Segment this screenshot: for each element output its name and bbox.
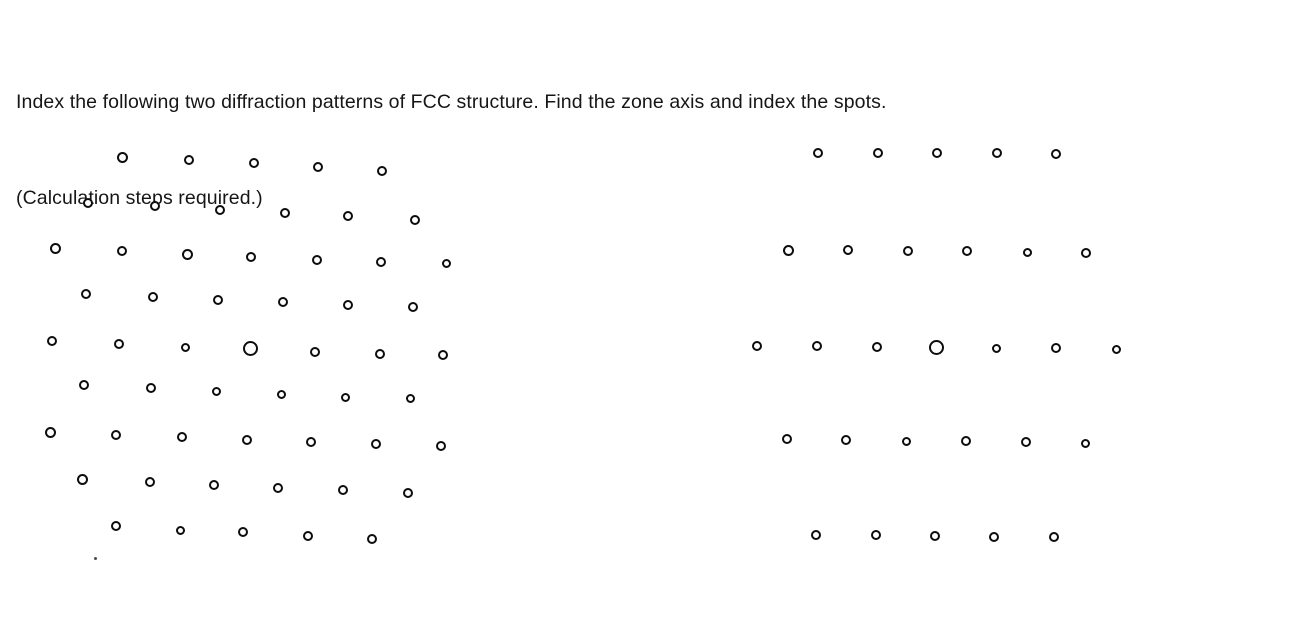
diffraction-spot [812, 341, 822, 351]
diffraction-spot [1051, 343, 1061, 353]
diffraction-spot [367, 534, 377, 544]
diffraction-spot [177, 432, 187, 442]
question-text: Index the following two diffraction patt… [16, 22, 1256, 278]
diffraction-spot [752, 341, 762, 351]
diffraction-spot [1049, 532, 1059, 542]
center-beam-spot [242, 340, 258, 356]
question-line-2: (Calculation steps required.) [16, 187, 263, 209]
diffraction-spot [238, 527, 248, 537]
diffraction-spot [175, 525, 185, 535]
diffraction-spot [872, 342, 882, 352]
diffraction-spot [180, 342, 190, 352]
diffraction-spot [211, 386, 221, 396]
diffraction-spot [811, 530, 821, 540]
diffraction-spot [213, 295, 223, 305]
diffraction-spot [408, 302, 418, 312]
diffraction-spot [841, 435, 851, 445]
diffraction-spot [242, 435, 252, 445]
diffraction-spot [306, 437, 316, 447]
diffraction-spot [375, 349, 385, 359]
diffraction-spot [901, 436, 911, 446]
diffraction-spot [111, 521, 121, 531]
diffraction-spot [340, 392, 350, 402]
diffraction-spot [991, 343, 1001, 353]
diffraction-spot [930, 531, 940, 541]
diffraction-spot [343, 300, 353, 310]
diffraction-spot [403, 488, 413, 498]
diffraction-spot [371, 439, 381, 449]
diffraction-spot [1080, 438, 1090, 448]
diffraction-spot [47, 336, 57, 346]
diffraction-spot [438, 350, 448, 360]
image-speck [94, 557, 97, 560]
diffraction-spot [989, 532, 999, 542]
diffraction-spot [1111, 344, 1121, 354]
diffraction-spot [114, 339, 124, 349]
diffraction-spot [145, 477, 155, 487]
diffraction-spot [111, 430, 121, 440]
diffraction-spot [782, 434, 792, 444]
diffraction-spot [209, 480, 219, 490]
diffraction-spot [81, 289, 91, 299]
diffraction-spot [961, 436, 971, 446]
diffraction-spot [405, 393, 415, 403]
diffraction-spot [44, 426, 56, 438]
diffraction-spot [1021, 437, 1031, 447]
diffraction-spot [79, 380, 89, 390]
diffraction-spot [276, 389, 286, 399]
diffraction-spot [310, 347, 320, 357]
diffraction-spot [146, 383, 156, 393]
question-line-1: Index the following two diffraction patt… [16, 91, 887, 113]
diffraction-spot [273, 483, 283, 493]
center-beam-spot [928, 339, 944, 355]
diffraction-spot [278, 297, 288, 307]
diffraction-spot [338, 485, 348, 495]
diffraction-spot [76, 473, 88, 485]
diffraction-spot [436, 441, 446, 451]
diffraction-spot [871, 530, 881, 540]
diffraction-spot [303, 531, 313, 541]
diffraction-spot [148, 292, 158, 302]
